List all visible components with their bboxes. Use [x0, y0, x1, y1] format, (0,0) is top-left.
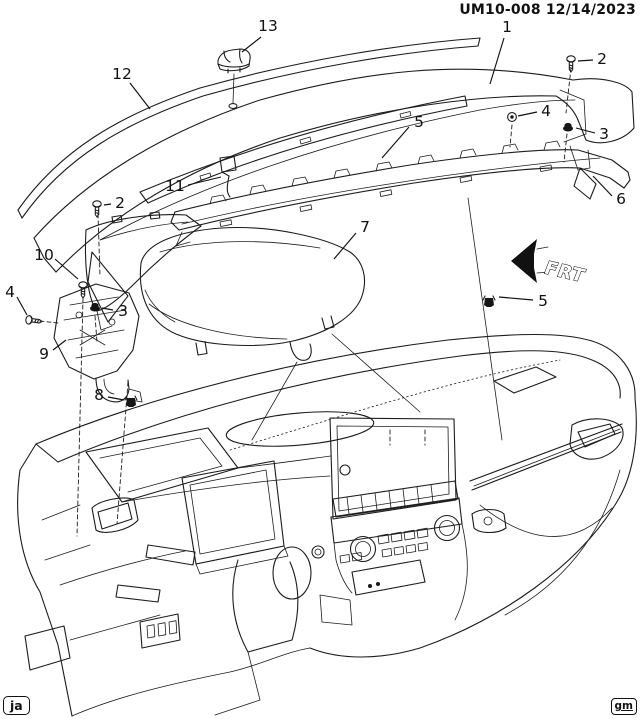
callout-10: 10	[34, 246, 54, 264]
callout-leader	[577, 59, 594, 62]
callout-2: 2	[115, 194, 125, 212]
callout-1: 1	[502, 18, 512, 36]
gm-logo: gm	[610, 698, 637, 715]
callout-leader	[498, 296, 534, 301]
callout-12: 12	[112, 65, 132, 83]
callout-5: 5	[538, 292, 548, 310]
callout-leader	[187, 176, 222, 186]
callout-leader	[333, 232, 357, 260]
callout-leader	[52, 339, 67, 351]
callout-leader	[241, 36, 262, 53]
callout-leader	[54, 258, 79, 280]
screw-2-right	[566, 55, 576, 73]
panel-left-end-cap	[84, 211, 202, 331]
nut-3-left	[90, 302, 100, 312]
callout-leader	[16, 296, 28, 316]
screw-2-left	[92, 200, 102, 218]
callout-7: 7	[360, 218, 370, 236]
doc-date: 12/14/2023	[545, 2, 636, 18]
callout-leader	[489, 37, 505, 85]
callout-leader	[129, 82, 151, 110]
clip-5-mid	[482, 295, 496, 307]
screw-10	[78, 281, 88, 299]
callout-5: 5	[414, 113, 424, 131]
grommet-4-right	[507, 112, 517, 122]
callout-13: 13	[258, 17, 278, 35]
callout-3: 3	[599, 125, 609, 143]
callout-4: 4	[541, 102, 551, 120]
cluster-trim-pad	[139, 227, 366, 361]
callout-3: 3	[118, 302, 128, 320]
callout-leader	[103, 203, 112, 206]
drawing-header: UM10-008 12/14/2023	[459, 2, 636, 18]
callout-leader	[592, 175, 613, 197]
footer-mark-ja: ja	[3, 695, 30, 715]
callout-11: 11	[165, 177, 185, 195]
retainer-rail	[170, 140, 631, 247]
callout-6: 6	[616, 190, 626, 208]
construction-lines	[39, 67, 572, 537]
defroster-grille-panel	[33, 68, 635, 273]
callout-9: 9	[39, 345, 49, 363]
callout-leader	[381, 126, 410, 159]
screw-4-left	[25, 315, 43, 325]
callout-leader	[517, 111, 538, 117]
doc-number: UM10-008	[459, 2, 541, 18]
windshield-molding	[17, 37, 481, 219]
callout-4: 4	[5, 283, 15, 301]
dashboard	[17, 333, 637, 717]
callout-leader	[575, 127, 596, 134]
nut-3-right	[563, 122, 573, 132]
callout-8: 8	[94, 386, 104, 404]
clip-13	[217, 48, 251, 74]
callout-leader	[101, 307, 114, 311]
callout-leader	[107, 396, 125, 401]
callout-2: 2	[597, 50, 607, 68]
side-bracket	[53, 283, 143, 403]
